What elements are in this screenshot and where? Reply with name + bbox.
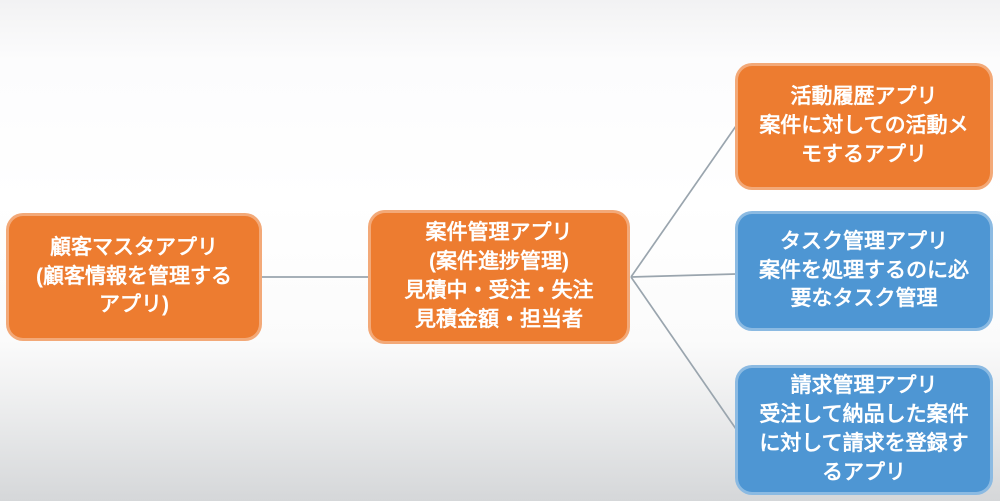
connector-case-to-task <box>630 273 737 278</box>
connector-case-to-billing <box>630 276 737 430</box>
node-case-management-app: 案件管理アプリ (案件進捗管理) 見積中・受注・失注 見積金額・担当者 <box>368 210 630 344</box>
node-task-management-app: タスク管理アプリ 案件を処理するのに必 要なタスク管理 <box>735 211 993 331</box>
node-customer-master-app: 顧客マスタアプリ (顧客情報を管理する アプリ) <box>6 213 262 341</box>
connector-case-to-activity <box>630 125 737 278</box>
node-activity-history-app: 活動履歴アプリ 案件に対しての活動メ モするアプリ <box>735 63 993 190</box>
node-billing-management-app: 請求管理アプリ 受注して納品した案件 に対して請求を登録す るアプリ <box>735 365 993 495</box>
